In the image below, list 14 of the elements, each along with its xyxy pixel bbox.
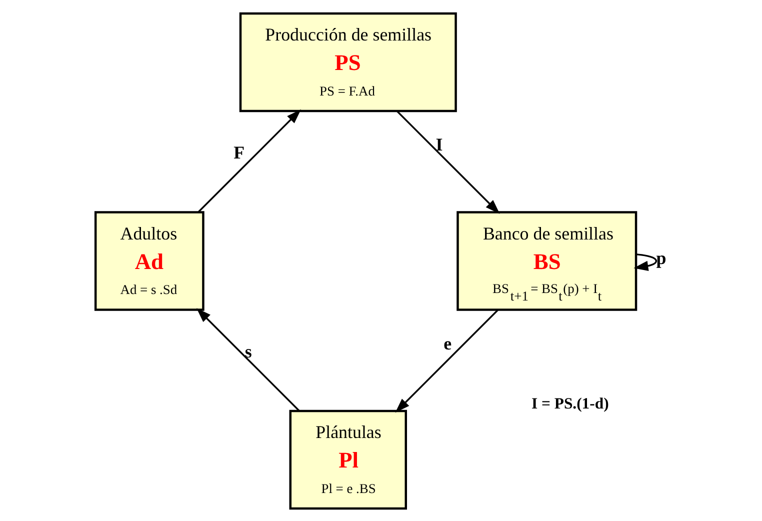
node-box: Plántulas Pl Pl = e .BS <box>288 409 406 510</box>
edge-label: I <box>435 134 442 154</box>
arrow <box>396 110 500 214</box>
node-box: Adultos Ad Ad = s .Sd <box>94 210 204 310</box>
label: I = PS.(1-d) <box>530 395 608 412</box>
edge-label: F <box>233 142 244 162</box>
arrow <box>633 252 657 271</box>
node-box: Producción de semillas PS PS = F.Ad <box>238 12 456 112</box>
edge-label: s <box>244 340 252 361</box>
arrow <box>196 308 300 411</box>
arrow <box>197 108 301 212</box>
edge-label: p <box>656 248 666 268</box>
edge-label: e <box>443 332 452 353</box>
arrow <box>394 309 498 412</box>
